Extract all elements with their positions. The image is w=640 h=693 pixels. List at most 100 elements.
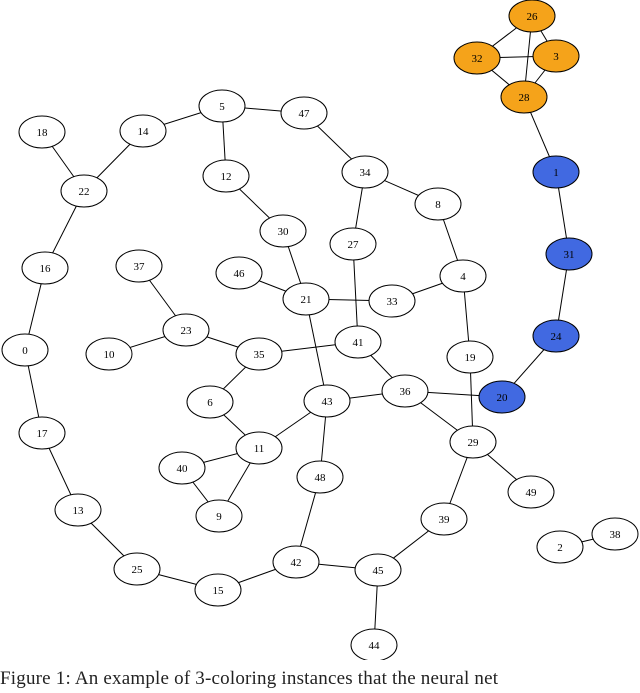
node-47: 47 [280,96,328,130]
node-17: 17 [18,416,66,450]
node-39: 39 [420,502,468,536]
node-label: 20 [497,392,509,404]
node-label: 35 [254,349,266,361]
node-label: 26 [527,11,539,23]
node-8: 8 [414,187,462,221]
node-ellipse [235,337,283,371]
node-label: 23 [181,325,193,337]
node-label: 17 [37,428,49,440]
node-label: 46 [234,268,246,280]
node-31: 31 [545,237,593,271]
node-23: 23 [162,313,210,347]
node-34: 34 [341,155,389,189]
node-label: 39 [439,514,451,526]
node-14: 14 [119,114,167,148]
node-label: 11 [254,443,265,455]
node-ellipse [195,499,243,533]
node-label: 4 [460,271,466,283]
node-label: 48 [315,472,327,484]
node-label: 32 [472,53,483,65]
node-28: 28 [500,80,548,114]
node-label: 24 [551,331,563,343]
node-46: 46 [215,256,263,290]
node-ellipse [453,41,501,75]
node-49: 49 [507,475,555,509]
node-label: 1 [553,167,559,179]
node-label: 31 [564,249,575,261]
node-label: 13 [73,505,85,517]
node-32: 32 [453,41,501,75]
node-ellipse [591,517,639,551]
node-label: 40 [177,463,189,475]
node-ellipse [119,114,167,148]
node-ellipse [198,89,246,123]
node-label: 22 [79,186,90,198]
node-ellipse [158,451,206,485]
node-ellipse [115,249,163,283]
node-ellipse [350,628,398,660]
node-ellipse [545,237,593,271]
node-ellipse [18,115,66,149]
node-ellipse [329,227,377,261]
node-ellipse [420,502,468,536]
node-label: 25 [132,564,144,576]
node-6: 6 [186,385,234,419]
node-16: 16 [21,251,69,285]
node-18: 18 [18,115,66,149]
node-35: 35 [235,337,283,371]
node-label: 3 [553,51,559,63]
node-ellipse [334,325,382,359]
node-ellipse [235,431,283,465]
node-ellipse [1,333,49,367]
node-37: 37 [115,249,163,283]
node-ellipse [54,493,102,527]
node-label: 6 [207,397,213,409]
node-ellipse [341,155,389,189]
node-ellipse [215,256,263,290]
node-19: 19 [446,340,494,374]
node-label: 2 [557,542,563,554]
node-ellipse [536,530,584,564]
node-27: 27 [329,227,377,261]
node-label: 0 [22,345,28,357]
node-ellipse [500,80,548,114]
node-4: 4 [439,259,487,293]
node-label: 44 [369,640,381,652]
node-label: 34 [360,167,372,179]
node-ellipse [162,313,210,347]
node-label: 29 [468,437,480,449]
node-9: 9 [195,499,243,533]
node-ellipse [478,380,526,414]
node-label: 12 [221,171,232,183]
node-15: 15 [194,573,242,607]
node-ellipse [532,155,580,189]
node-ellipse [21,251,69,285]
node-13: 13 [54,493,102,527]
node-48: 48 [296,460,344,494]
node-label: 9 [216,511,222,523]
node-ellipse [508,0,556,33]
node-ellipse [381,374,429,408]
node-22: 22 [60,174,108,208]
node-ellipse [507,475,555,509]
node-label: 33 [387,296,399,308]
node-ellipse [113,552,161,586]
node-label: 43 [322,396,334,408]
node-24: 24 [532,319,580,353]
node-ellipse [202,159,250,193]
node-44: 44 [350,628,398,660]
node-label: 16 [40,263,52,275]
node-label: 27 [348,239,360,251]
node-11: 11 [235,431,283,465]
node-36: 36 [381,374,429,408]
node-3: 3 [532,39,580,73]
node-label: 36 [400,386,412,398]
node-label: 45 [373,565,385,577]
node-20: 20 [478,380,526,414]
node-25: 25 [113,552,161,586]
node-41: 41 [334,325,382,359]
node-2: 2 [536,530,584,564]
node-ellipse [85,337,133,371]
